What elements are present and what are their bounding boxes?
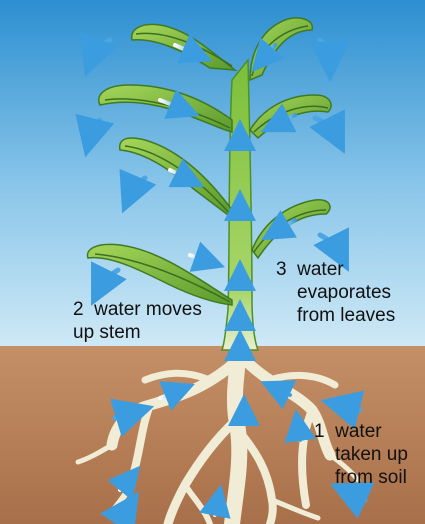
label-2-text-1: water moves [94,299,202,320]
label-3-line-3: from leaves [276,304,395,327]
label-1-text-1: water [335,421,381,442]
label-1-line-3: from soil [314,466,408,489]
label-2-line-1: 2 water moves [73,298,202,321]
label-water-evaporates: 3 water evaporates from leaves [276,258,395,327]
label-3-number: 3 [276,259,287,280]
label-water-moves-up-stem: 2 water moves up stem [73,298,202,344]
label-3-line-1: 3 water [276,258,395,281]
label-1-line-2: taken up [314,443,408,466]
label-3-line-2: evaporates [276,281,395,304]
label-3-text-1: water [297,259,343,280]
label-2-number: 2 [73,299,84,320]
label-1-number: 1 [314,421,325,442]
label-2-line-2: up stem [73,321,202,344]
label-1-line-1: 1 water [314,420,408,443]
label-water-taken-up: 1 water taken up from soil [314,420,408,489]
